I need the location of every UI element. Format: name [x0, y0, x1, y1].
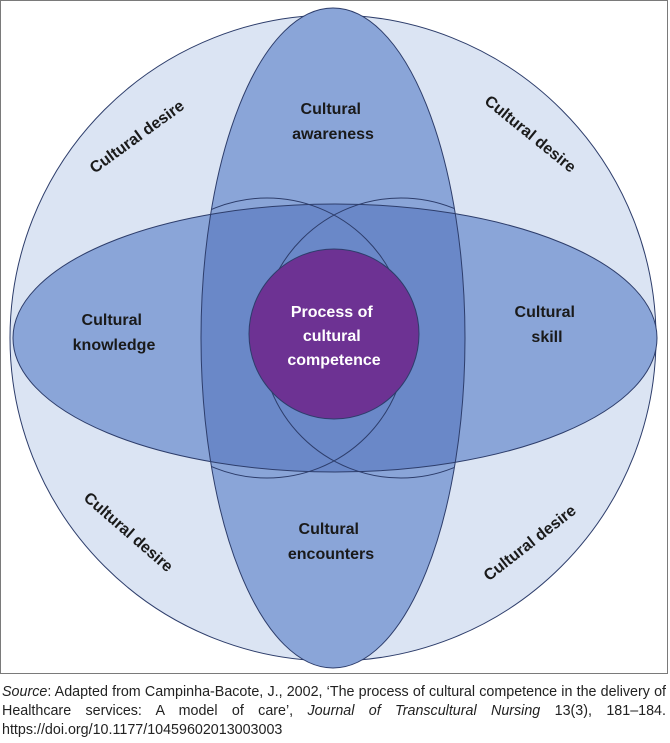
- center-circle-process: [248, 248, 420, 420]
- caption-source-word: Source: [2, 684, 48, 700]
- cultural-competence-diagram: Process of cultural competence Cultural …: [9, 7, 658, 669]
- skill-label: Cultural skill: [515, 304, 580, 346]
- figure-frame: Process of cultural competence Cultural …: [0, 0, 668, 674]
- caption-part1: : Adapted from Campinha-Bacote, J., 2002…: [2, 684, 666, 719]
- figure-caption: Source: Adapted from Campinha-Bacote, J.…: [2, 683, 666, 740]
- caption-journal: Journal of Transcultural Nursing: [307, 703, 541, 719]
- center-label: Process of cultural competence: [287, 304, 380, 369]
- encounters-label: Cultural encounters: [288, 521, 374, 563]
- awareness-label: Cultural awareness: [292, 101, 374, 143]
- caption-part2: 13(3), 181–184. https://doi.org/10.1177/…: [2, 703, 666, 738]
- knowledge-label: Cultural knowledge: [73, 312, 156, 354]
